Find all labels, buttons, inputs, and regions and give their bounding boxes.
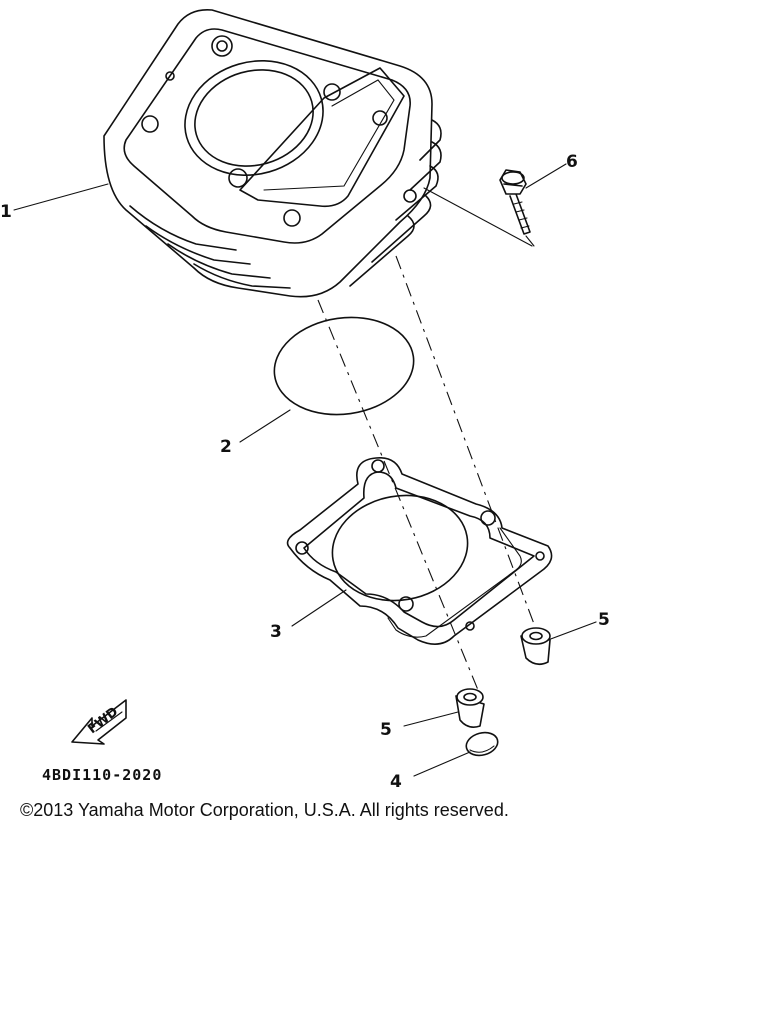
cylinder-part	[103, 8, 442, 298]
callout-4: 4	[390, 772, 402, 792]
callout-5-lower: 5	[380, 720, 392, 740]
o-ring-part	[273, 316, 415, 416]
callout-6: 6	[566, 152, 578, 172]
part-code: 4BDI110-2020	[42, 766, 162, 784]
fwd-arrow-icon	[71, 699, 127, 745]
dowel-pin-part-upper	[520, 627, 551, 666]
fwd-label: FWD	[85, 704, 121, 737]
callout-2: 2	[220, 437, 232, 457]
callout-3: 3	[270, 622, 282, 642]
bolt-part	[499, 169, 531, 235]
leader-lines	[13, 163, 597, 777]
callout-5-upper: 5	[598, 610, 610, 630]
cap-part	[465, 731, 499, 757]
dowel-pin-part-lower	[455, 688, 485, 728]
copyright-notice: ©2013 Yamaha Motor Corporation, U.S.A. A…	[20, 800, 509, 820]
alignment-lines	[317, 187, 535, 691]
callout-1: 1	[0, 202, 12, 222]
cylinder-gasket-part	[286, 457, 553, 645]
